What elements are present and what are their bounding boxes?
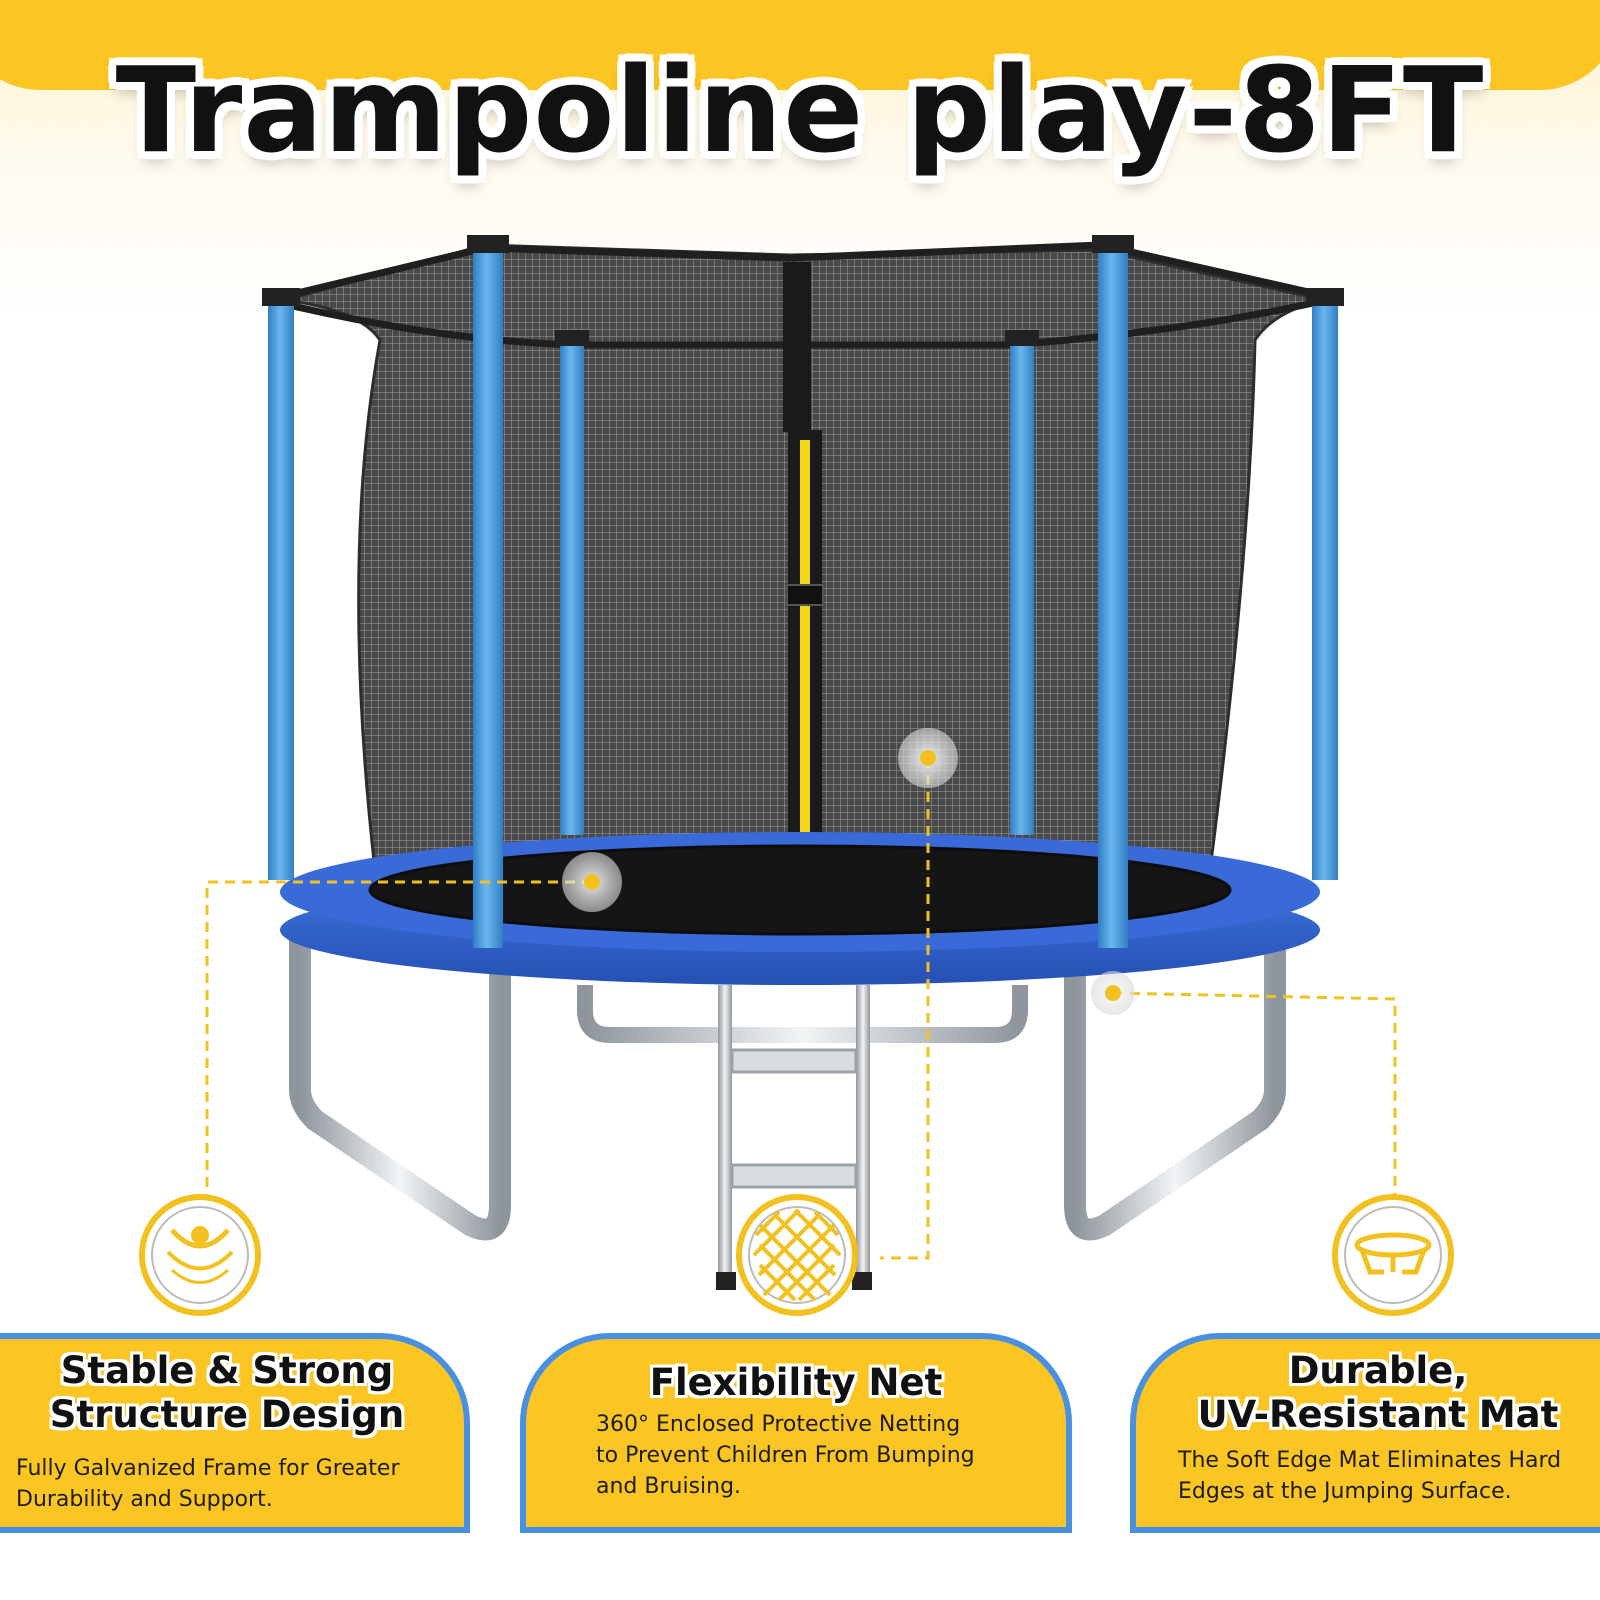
ladder bbox=[716, 985, 872, 1290]
trampoline-frame-icon bbox=[1332, 1194, 1454, 1316]
jumping-mat bbox=[280, 832, 1320, 985]
feature-description: The Soft Edge Mat Eliminates Hard Edges … bbox=[1178, 1448, 1562, 1504]
feature-panel-mat: Durable, UV-Resistant Mat The Soft Edge … bbox=[1130, 1333, 1600, 1533]
frame-legs bbox=[289, 940, 1286, 1241]
feature-panel-net: Flexibility Net 360° Enclosed Protective… bbox=[520, 1333, 1072, 1533]
feature-panel-structure: Stable & Strong Structure Design Fully G… bbox=[0, 1333, 470, 1533]
feature-description: Fully Galvanized Frame for Greater Durab… bbox=[16, 1456, 400, 1512]
feature-title: Flexibility Net bbox=[649, 1361, 943, 1404]
page-title: Trampoline play-8FT bbox=[115, 41, 1485, 179]
callout-lines bbox=[205, 758, 1397, 1260]
feature-title: Stable & Strong Structure Design bbox=[49, 1349, 405, 1436]
net-grid-icon bbox=[736, 1194, 858, 1316]
title-banner bbox=[0, 0, 1600, 90]
feature-description: 360° Enclosed Protective Netting to Prev… bbox=[596, 1412, 975, 1499]
net-poles-back bbox=[555, 330, 1039, 835]
callout-dots bbox=[562, 728, 1135, 1015]
bounce-icon bbox=[139, 1194, 261, 1316]
feature-title: Durable, UV-Resistant Mat bbox=[1197, 1349, 1559, 1436]
net-poles-front bbox=[262, 235, 1344, 948]
